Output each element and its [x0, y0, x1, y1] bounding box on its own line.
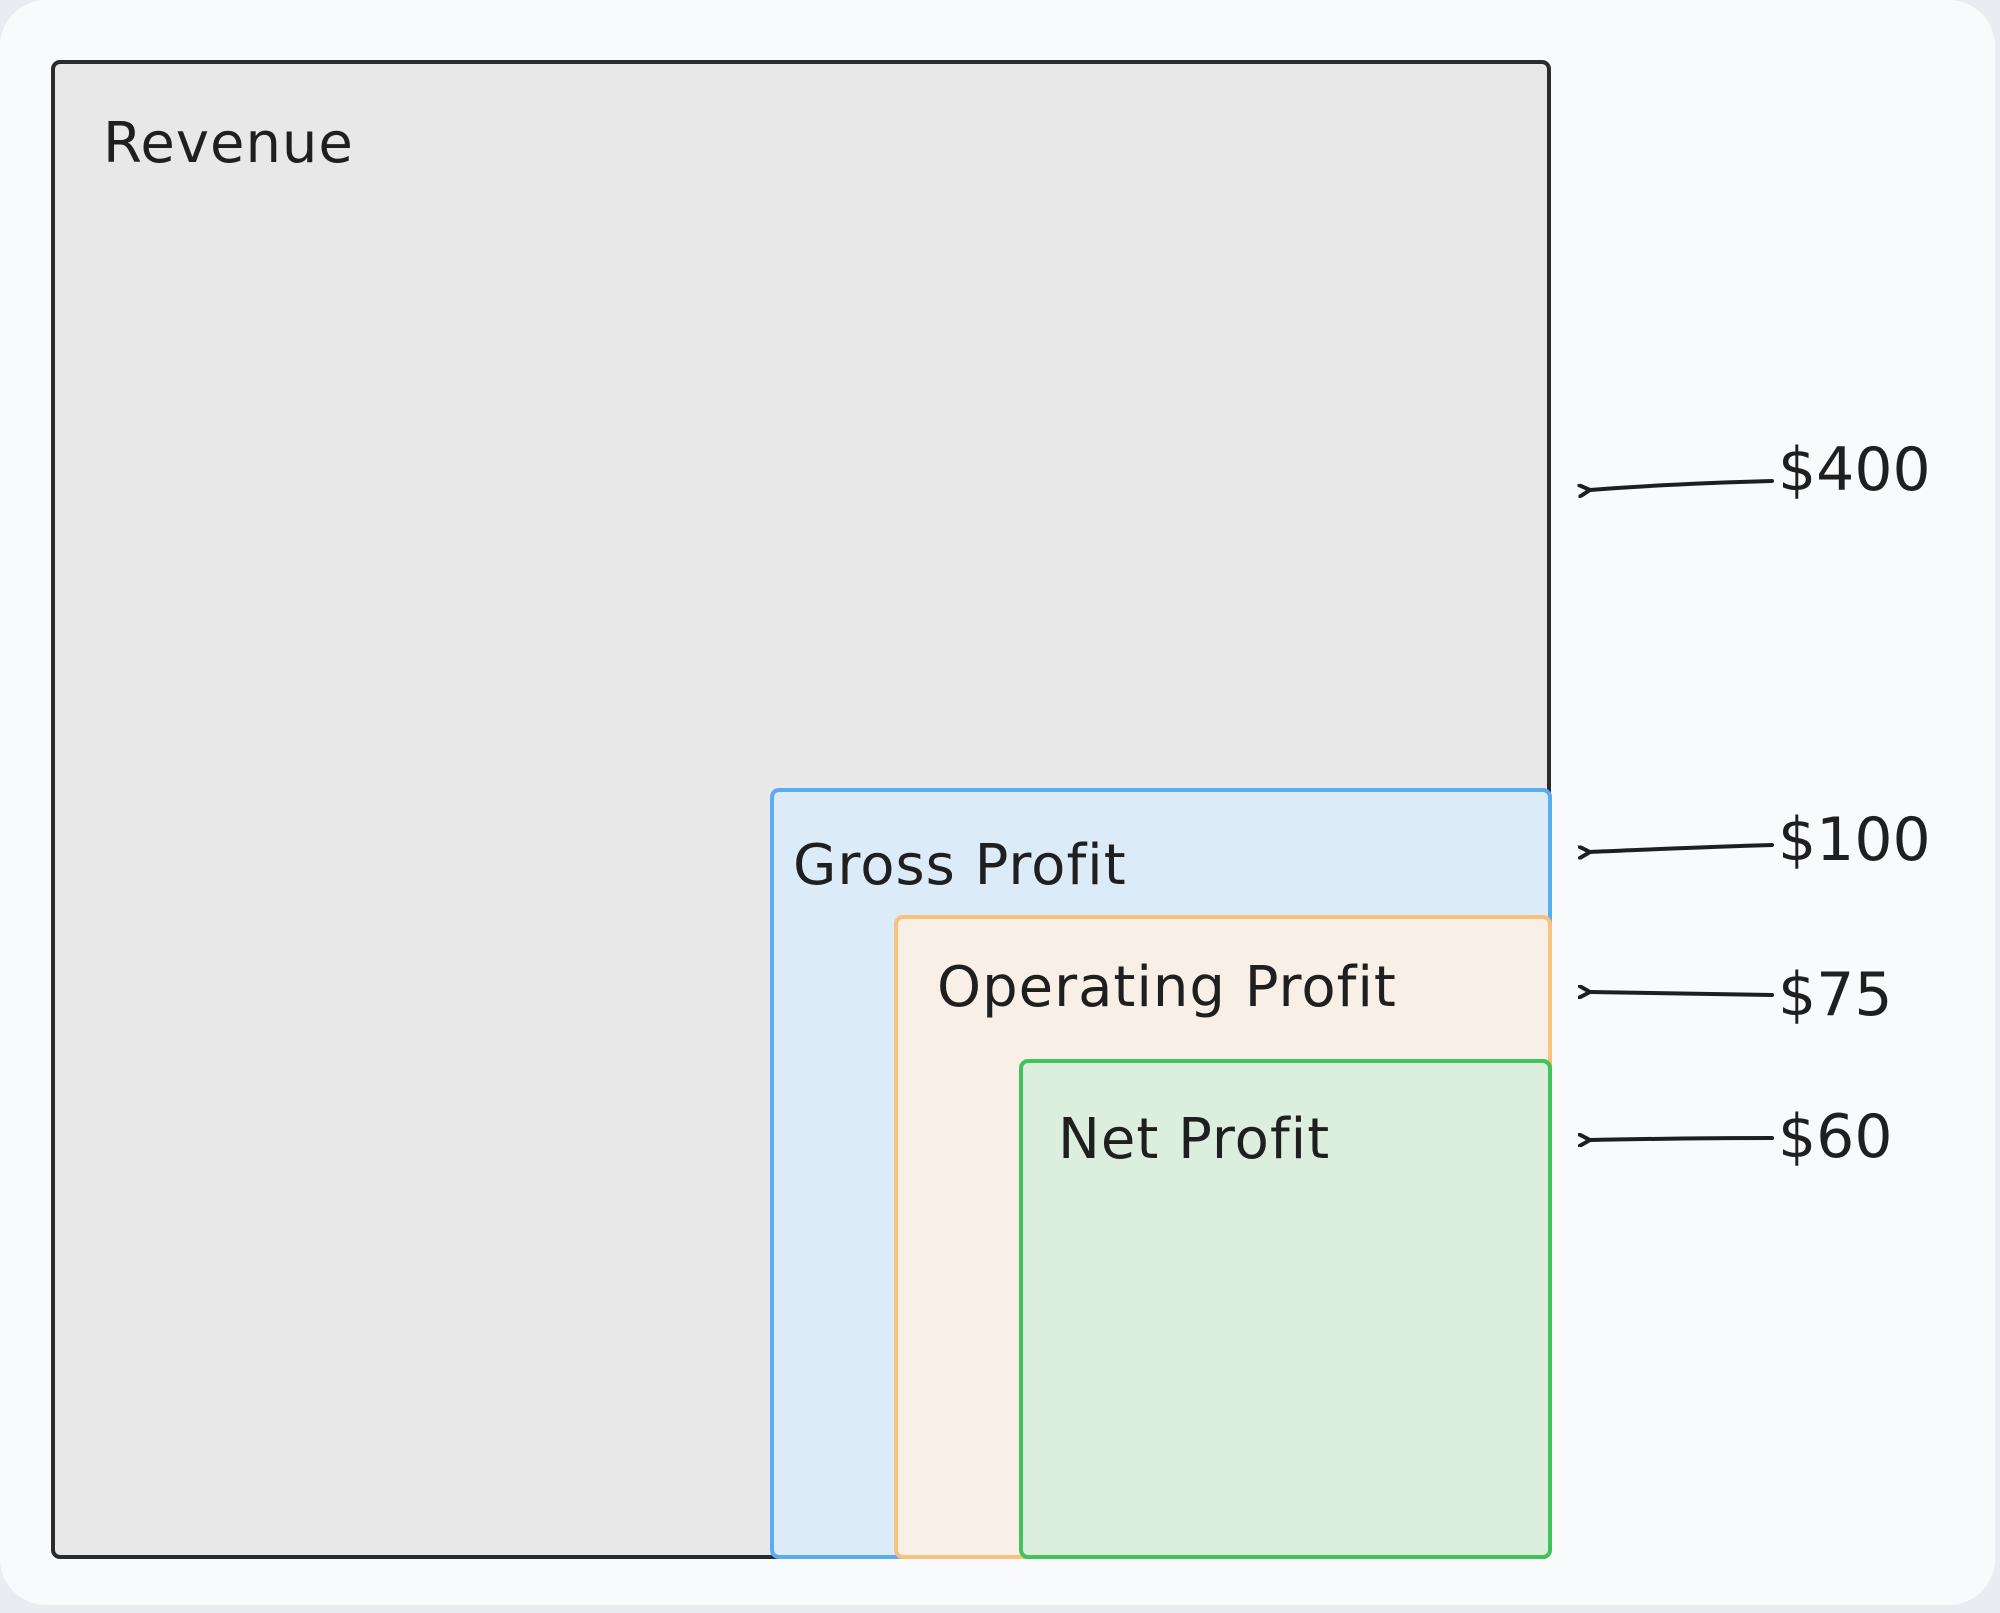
operating-profit-label: Operating Profit	[937, 955, 1397, 1020]
net-profit-box	[1019, 1059, 1552, 1559]
gross-profit-label: Gross Profit	[793, 833, 1127, 898]
operating-profit-value: $75	[1778, 960, 1893, 1030]
arrow-operating-profit	[1590, 992, 1774, 995]
revenue-label: Revenue	[103, 111, 354, 176]
net-profit-label: Net Profit	[1058, 1107, 1331, 1172]
net-profit-value: $60	[1778, 1102, 1893, 1172]
arrow-revenue	[1590, 479, 1774, 490]
revenue-value: $400	[1778, 435, 1931, 505]
gross-profit-value: $100	[1778, 805, 1931, 875]
arrow-net-profit	[1590, 1138, 1774, 1140]
arrow-gross-profit	[1590, 843, 1774, 852]
